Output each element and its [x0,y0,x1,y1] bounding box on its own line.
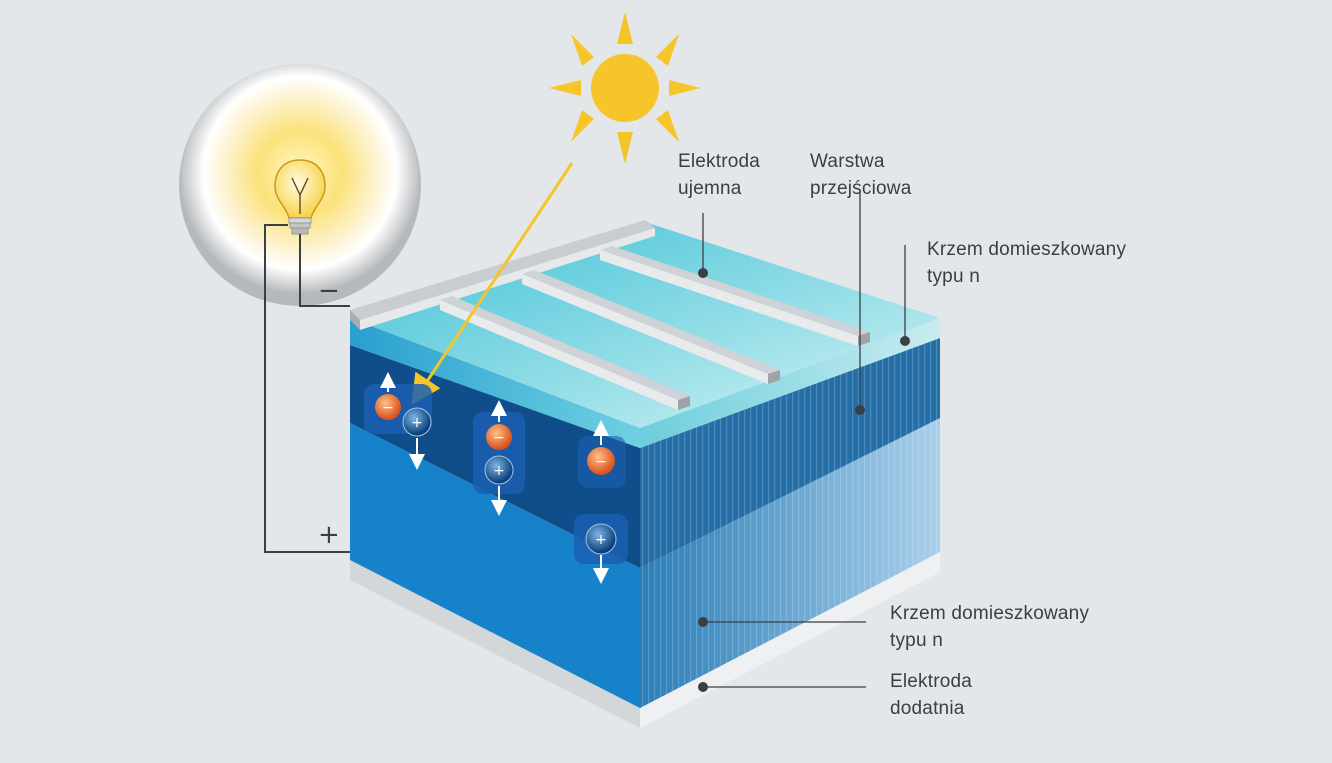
positive-terminal-sign: + [318,520,340,550]
hole-icon: + [585,523,617,555]
svg-text:−: − [382,400,394,416]
svg-text:+: + [411,415,423,431]
label-negative-electrode: Elektroda ujemna [678,151,761,199]
label-junction-layer: Warstwa przejściowa [810,151,912,199]
sun-icon [549,12,701,164]
positive-electrode-slab [350,560,640,728]
light-bulb-icon [179,64,421,306]
electron-icon: − [486,424,512,450]
circuit-wire [264,224,350,553]
negative-terminal-sign: − [318,276,340,306]
svg-text:+: + [595,532,607,548]
n-silicon-front [350,423,640,708]
electron-icon: − [587,447,615,475]
svg-text:−: − [493,430,505,446]
leader-lines [698,190,910,692]
label-positive-electrode: Elektroda dodatnia [890,671,973,719]
hole-icon: + [484,455,514,485]
hole-icon: + [402,407,432,437]
label-n-silicon-top: Krzem domieszkowany typu n [927,239,1127,287]
label-n-silicon-bottom: Krzem domieszkowany typu n [890,603,1090,651]
electron-icon: − [375,394,401,420]
solar-cell-block [350,220,940,728]
charge-carriers: − + − + − + [364,372,628,584]
svg-text:+: + [493,463,505,479]
svg-text:−: − [595,454,607,470]
sunlight-ray [411,162,574,405]
